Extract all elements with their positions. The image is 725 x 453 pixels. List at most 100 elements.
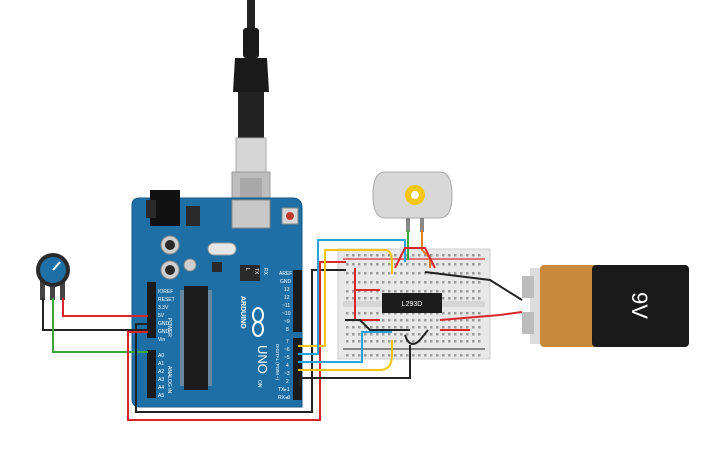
breadboard-hole[interactable] bbox=[358, 354, 361, 357]
breadboard-hole[interactable] bbox=[418, 333, 421, 336]
breadboard-hole[interactable] bbox=[478, 354, 481, 357]
battery-9v[interactable]: 9V bbox=[522, 265, 689, 347]
breadboard-hole[interactable] bbox=[466, 333, 469, 336]
breadboard-hole[interactable] bbox=[418, 354, 421, 357]
breadboard-hole[interactable] bbox=[460, 254, 463, 257]
breadboard-hole[interactable] bbox=[376, 333, 379, 336]
breadboard-hole[interactable] bbox=[376, 290, 379, 293]
breadboard-hole[interactable] bbox=[370, 272, 373, 275]
breadboard-hole[interactable] bbox=[358, 297, 361, 300]
breadboard-hole[interactable] bbox=[430, 263, 433, 266]
breadboard-hole[interactable] bbox=[352, 297, 355, 300]
breadboard-hole[interactable] bbox=[442, 326, 445, 329]
breadboard-hole[interactable] bbox=[406, 354, 409, 357]
breadboard-hole[interactable] bbox=[406, 281, 409, 284]
breadboard-hole[interactable] bbox=[382, 354, 385, 357]
breadboard-hole[interactable] bbox=[400, 290, 403, 293]
breadboard-hole[interactable] bbox=[448, 340, 451, 343]
breadboard-hole[interactable] bbox=[454, 354, 457, 357]
breadboard-hole[interactable] bbox=[388, 326, 391, 329]
breadboard-hole[interactable] bbox=[424, 326, 427, 329]
breadboard-hole[interactable] bbox=[388, 340, 391, 343]
breadboard-hole[interactable] bbox=[478, 254, 481, 257]
breadboard-hole[interactable] bbox=[364, 354, 367, 357]
breadboard-hole[interactable] bbox=[376, 263, 379, 266]
breadboard-hole[interactable] bbox=[346, 254, 349, 257]
breadboard-hole[interactable] bbox=[352, 326, 355, 329]
breadboard-hole[interactable] bbox=[352, 290, 355, 293]
breadboard-hole[interactable] bbox=[436, 254, 439, 257]
breadboard-hole[interactable] bbox=[466, 272, 469, 275]
breadboard-hole[interactable] bbox=[382, 312, 385, 315]
power-header[interactable] bbox=[147, 282, 156, 338]
breadboard-hole[interactable] bbox=[346, 281, 349, 284]
breadboard-hole[interactable] bbox=[358, 281, 361, 284]
breadboard-hole[interactable] bbox=[394, 319, 397, 322]
breadboard-hole[interactable] bbox=[430, 254, 433, 257]
breadboard-hole[interactable] bbox=[460, 354, 463, 357]
breadboard-hole[interactable] bbox=[346, 354, 349, 357]
breadboard-hole[interactable] bbox=[412, 272, 415, 275]
breadboard-hole[interactable] bbox=[412, 281, 415, 284]
breadboard-hole[interactable] bbox=[358, 290, 361, 293]
breadboard-hole[interactable] bbox=[376, 281, 379, 284]
breadboard-hole[interactable] bbox=[472, 326, 475, 329]
breadboard-hole[interactable] bbox=[466, 340, 469, 343]
breadboard-hole[interactable] bbox=[478, 312, 481, 315]
breadboard-hole[interactable] bbox=[412, 354, 415, 357]
breadboard-hole[interactable] bbox=[346, 290, 349, 293]
breadboard-hole[interactable] bbox=[382, 281, 385, 284]
breadboard-hole[interactable] bbox=[442, 254, 445, 257]
breadboard-hole[interactable] bbox=[376, 340, 379, 343]
breadboard-hole[interactable] bbox=[442, 354, 445, 357]
breadboard-hole[interactable] bbox=[442, 263, 445, 266]
breadboard-hole[interactable] bbox=[424, 312, 427, 315]
breadboard-hole[interactable] bbox=[388, 272, 391, 275]
breadboard-hole[interactable] bbox=[364, 297, 367, 300]
breadboard-hole[interactable] bbox=[394, 333, 397, 336]
breadboard-hole[interactable] bbox=[424, 290, 427, 293]
breadboard-hole[interactable] bbox=[394, 272, 397, 275]
breadboard-hole[interactable] bbox=[448, 281, 451, 284]
breadboard-hole[interactable] bbox=[472, 272, 475, 275]
breadboard-hole[interactable] bbox=[436, 263, 439, 266]
breadboard-hole[interactable] bbox=[382, 319, 385, 322]
breadboard-hole[interactable] bbox=[436, 319, 439, 322]
breadboard-hole[interactable] bbox=[382, 254, 385, 257]
breadboard-hole[interactable] bbox=[352, 281, 355, 284]
breadboard-hole[interactable] bbox=[478, 263, 481, 266]
breadboard-hole[interactable] bbox=[394, 281, 397, 284]
breadboard-hole[interactable] bbox=[364, 263, 367, 266]
breadboard-hole[interactable] bbox=[346, 297, 349, 300]
breadboard-hole[interactable] bbox=[358, 254, 361, 257]
breadboard-hole[interactable] bbox=[472, 340, 475, 343]
breadboard-hole[interactable] bbox=[358, 263, 361, 266]
breadboard-hole[interactable] bbox=[352, 254, 355, 257]
breadboard-hole[interactable] bbox=[394, 312, 397, 315]
breadboard-hole[interactable] bbox=[430, 281, 433, 284]
l293d-chip[interactable]: L293D bbox=[382, 293, 442, 313]
breadboard-hole[interactable] bbox=[370, 281, 373, 284]
breadboard-hole[interactable] bbox=[376, 326, 379, 329]
breadboard-hole[interactable] bbox=[382, 333, 385, 336]
breadboard-hole[interactable] bbox=[478, 281, 481, 284]
breadboard-hole[interactable] bbox=[346, 333, 349, 336]
breadboard-hole[interactable] bbox=[430, 354, 433, 357]
breadboard-hole[interactable] bbox=[394, 263, 397, 266]
breadboard-hole[interactable] bbox=[478, 340, 481, 343]
breadboard-hole[interactable] bbox=[346, 272, 349, 275]
digital-header-bottom[interactable] bbox=[293, 338, 302, 400]
breadboard-hole[interactable] bbox=[370, 263, 373, 266]
potentiometer[interactable] bbox=[36, 253, 70, 300]
breadboard-hole[interactable] bbox=[448, 354, 451, 357]
breadboard-hole[interactable] bbox=[388, 333, 391, 336]
breadboard-hole[interactable] bbox=[358, 326, 361, 329]
breadboard-hole[interactable] bbox=[424, 281, 427, 284]
breadboard-hole[interactable] bbox=[436, 312, 439, 315]
breadboard-hole[interactable] bbox=[388, 354, 391, 357]
arduino-board[interactable]: ARDUINO UNO POWER ANALOG IN DIGITAL (PWM… bbox=[131, 190, 303, 408]
breadboard-hole[interactable] bbox=[388, 254, 391, 257]
breadboard-hole[interactable] bbox=[478, 297, 481, 300]
breadboard-hole[interactable] bbox=[406, 333, 409, 336]
breadboard-hole[interactable] bbox=[358, 312, 361, 315]
